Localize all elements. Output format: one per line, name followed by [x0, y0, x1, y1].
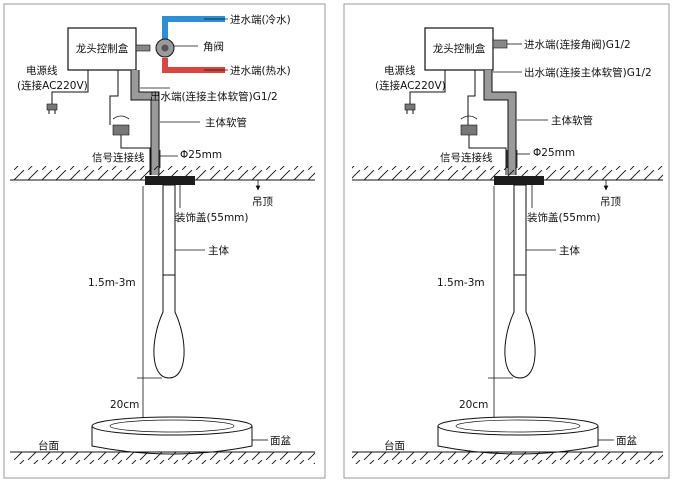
- right-inlet-label: 进水端(连接角阀)G1/2: [524, 38, 631, 51]
- left-length-label: 1.5m-3m: [88, 277, 136, 289]
- left-angle-valve-label: 角阀: [203, 40, 224, 53]
- right-ceiling-label: 吊顶: [600, 196, 621, 208]
- left-inlet-cold-label: 进水端(冷水): [230, 13, 291, 26]
- right-inlet-connector: [492, 39, 508, 49]
- right-control-box: [424, 27, 494, 71]
- left-body-label: 主体: [208, 245, 229, 257]
- left-countertop-hatch: [10, 452, 315, 464]
- left-countertop-label: 台面: [38, 439, 59, 452]
- right-diameter-label: Φ25mm: [533, 147, 575, 159]
- right-body-label: 主体: [559, 245, 580, 257]
- left-inlet-hot-label: 进水端(热水): [230, 64, 291, 77]
- right-power-label-1: 电源线: [384, 64, 416, 77]
- right-signal-label: 信号连接线: [440, 151, 493, 164]
- right-gap-label: 20cm: [459, 399, 488, 411]
- right-basin-label: 面盆: [616, 434, 637, 447]
- left-control-box-label: 龙头控制盒: [76, 42, 129, 55]
- left-box-connector: [135, 44, 151, 52]
- right-panel-frame: [343, 3, 670, 479]
- left-outlet-label: 出水端(连接主体软管)G1/2: [150, 90, 278, 103]
- left-power-cord: [51, 70, 89, 104]
- left-control-box: [67, 27, 137, 71]
- left-signal-connector: [112, 124, 130, 136]
- left-cover: [145, 176, 195, 185]
- left-main-hose-label: 主体软管: [205, 116, 247, 129]
- right-power-plug: [404, 103, 416, 111]
- left-diameter-label: Φ25mm: [180, 149, 222, 161]
- right-signal-cord: [467, 70, 476, 125]
- right-cover-label: 装饰盖(55mm): [527, 211, 601, 224]
- left-power-plug: [46, 103, 58, 111]
- right-outlet-label: 出水端(连接主体软管)G1/2: [524, 66, 652, 79]
- left-power-label-2: (连接AC220V): [17, 79, 88, 92]
- right-signal-connector: [460, 124, 478, 136]
- right-body-drop: [504, 274, 536, 379]
- left-panel: 龙头控制盒 角阀 进水端(冷水) 进水端(热水) 电源线 (连接AC220V) …: [3, 3, 326, 479]
- right-main-hose-label: 主体软管: [551, 114, 593, 127]
- right-power-label-2: (连接AC220V): [375, 79, 446, 92]
- left-gap-label: 20cm: [110, 399, 139, 411]
- left-signal-label: 信号连接线: [92, 151, 145, 164]
- left-ceiling-label: 吊顶: [252, 196, 273, 208]
- right-control-box-label: 龙头控制盒: [433, 42, 486, 55]
- left-ceiling-hatch: [10, 166, 315, 180]
- right-countertop-hatch: [352, 452, 663, 464]
- left-basin-label: 面盆: [270, 434, 291, 447]
- left-body-drop: [153, 274, 185, 379]
- left-power-label-1: 电源线: [26, 64, 58, 77]
- left-signal-cord: [109, 70, 119, 125]
- right-power-cord: [409, 70, 446, 104]
- right-cover: [494, 176, 544, 185]
- right-ceiling-hatch: [352, 166, 663, 180]
- right-body-tube: [513, 184, 527, 276]
- left-body-tube: [162, 184, 176, 276]
- left-cover-label: 装饰盖(55mm): [175, 211, 249, 224]
- right-countertop-label: 台面: [384, 439, 405, 452]
- right-panel: 龙头控制盒 进水端(连接角阀)G1/2 电源线 (连接AC220V) 出水端(连…: [343, 3, 670, 479]
- right-length-label: 1.5m-3m: [437, 277, 485, 289]
